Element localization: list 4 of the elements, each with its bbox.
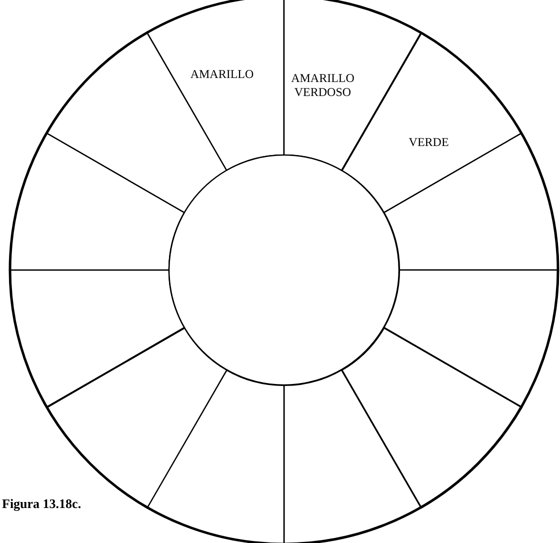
color-label: VERDE [408,134,450,149]
figure-caption: Figura 13.18c. [2,496,82,512]
color-label: AMARILLO VERDOSO [290,70,356,99]
color-label: AMARILLO [189,67,255,82]
